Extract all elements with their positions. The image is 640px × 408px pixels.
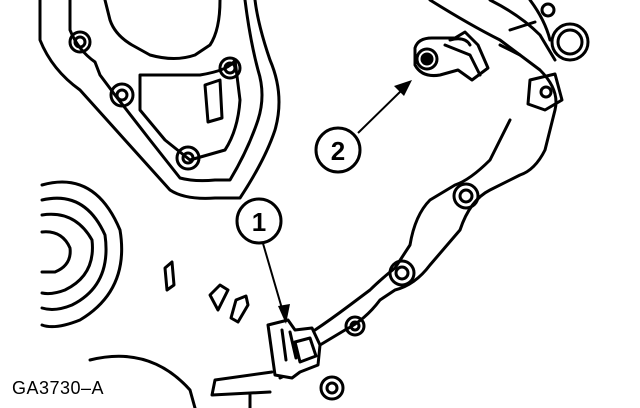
flange-bolts — [319, 2, 556, 401]
upper-right-boss — [498, 20, 590, 112]
callout-2-label: 2 — [331, 136, 345, 166]
camshaft-position-sensor — [413, 30, 490, 82]
housing-bolts — [68, 30, 242, 171]
figure-code: GA3730–A — [12, 378, 105, 398]
front-housing — [38, 0, 281, 200]
callout-1-label: 1 — [252, 207, 266, 237]
crankshaft-position-sensor — [210, 318, 322, 408]
timing-marks — [163, 260, 250, 324]
callout-2: 2 — [314, 80, 412, 174]
crank-pulley — [40, 180, 197, 408]
callout-1: 1 — [235, 197, 290, 324]
